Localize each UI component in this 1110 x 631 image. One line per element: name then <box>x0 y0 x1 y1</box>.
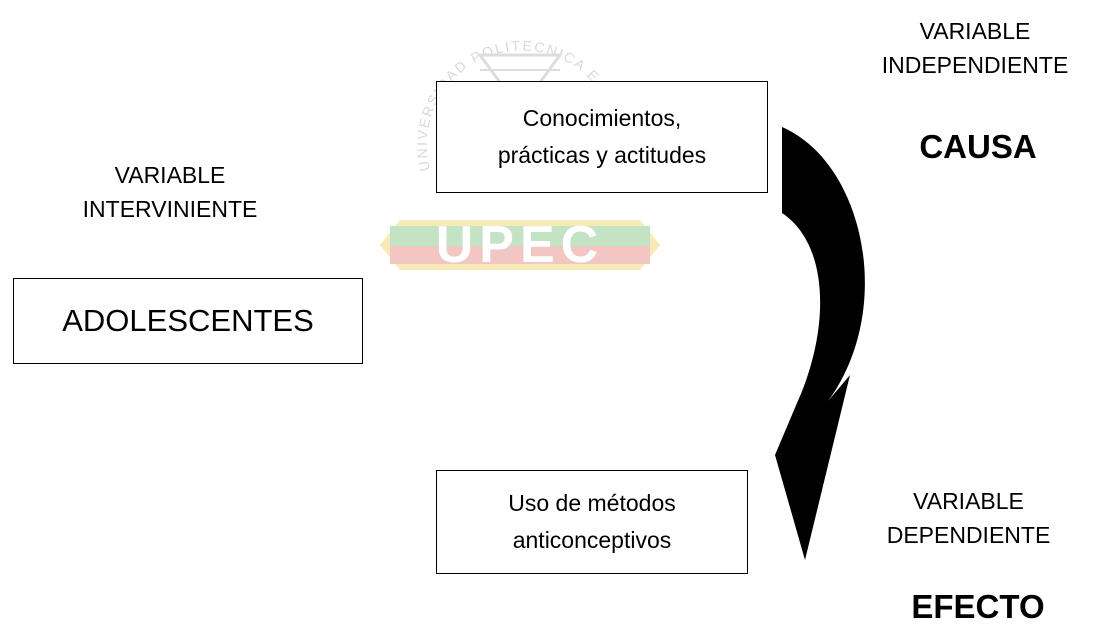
contraceptive-box-line1: Uso de métodos <box>508 490 676 516</box>
intervening-label-line1: VARIABLE <box>114 162 226 188</box>
intervening-variable-label: VARIABLE INTERVINIENTE <box>25 158 315 226</box>
independent-variable-label: VARIABLE INDEPENDIENTE <box>830 14 1110 82</box>
dependent-label-line2: DEPENDIENTE <box>886 522 1051 548</box>
independent-label-line2: INDEPENDIENTE <box>881 52 1069 78</box>
adolescents-box: ADOLESCENTES <box>13 278 363 364</box>
contraceptive-use-box: Uso de métodos anticonceptivos <box>436 470 748 574</box>
contraceptive-box-line2: anticonceptivos <box>512 527 672 553</box>
effect-label: EFECTO <box>911 588 1045 625</box>
knowledge-box-line2: prácticas y actitudes <box>497 142 707 168</box>
dependent-label-line1: VARIABLE <box>913 488 1024 514</box>
intervening-label-line2: INTERVINIENTE <box>82 196 258 222</box>
knowledge-practices-box: Conocimientos, prácticas y actitudes <box>436 81 768 193</box>
independent-label-line1: VARIABLE <box>919 18 1031 44</box>
dependent-variable-label: VARIABLE DEPENDIENTE <box>826 484 1110 552</box>
adolescents-box-text: ADOLESCENTES <box>62 303 314 338</box>
knowledge-box-line1: Conocimientos, <box>522 105 682 131</box>
cause-label: CAUSA <box>919 128 1037 165</box>
svg-text:UPEC: UPEC <box>436 216 604 274</box>
